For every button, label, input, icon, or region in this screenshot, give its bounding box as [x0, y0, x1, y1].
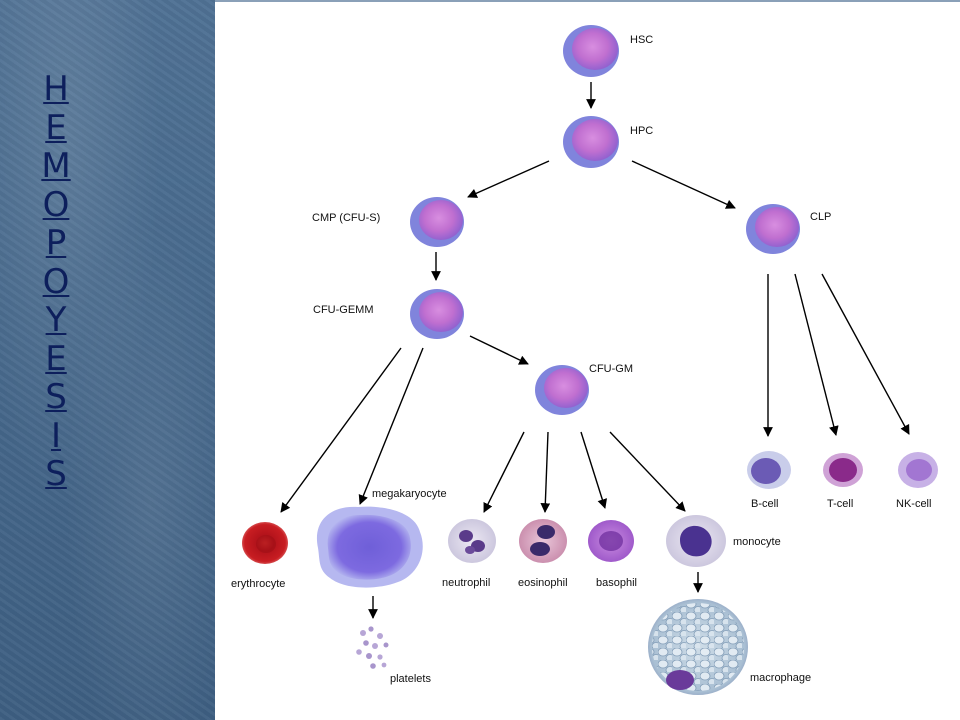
- title-sidebar: H E M O P O Y E S I S: [0, 0, 215, 720]
- arrow-cfu-gemm-cfu-gm: [469, 335, 529, 365]
- label-eosinophil: eosinophil: [518, 577, 568, 589]
- b-cell: [747, 451, 791, 489]
- label-basophil: basophil: [596, 577, 637, 589]
- megakaryocyte-cell: [316, 506, 423, 588]
- nk-cell: [898, 452, 938, 488]
- arrow-cfu-gemm-erythrocyte: [280, 347, 402, 513]
- hpc-cell: [563, 116, 619, 168]
- arrow-clp-t-cell: [794, 273, 839, 436]
- label-b-cell: B-cell: [751, 498, 779, 510]
- arrow-cfu-gm-basophil: [580, 431, 608, 509]
- label-megakaryocyte: megakaryocyte: [372, 488, 447, 500]
- erythrocyte-cell: [242, 522, 288, 564]
- vertical-title: H E M O P O Y E S I S: [0, 70, 112, 494]
- label-platelets: platelets: [390, 673, 431, 685]
- top-rule: [215, 0, 960, 2]
- title-letter: O: [42, 261, 70, 302]
- clp-cell: [746, 204, 800, 254]
- label-cmp: CMP (CFU-S): [312, 212, 380, 224]
- label-t-cell: T-cell: [827, 498, 853, 510]
- cfu-gemm-cell: [410, 289, 464, 339]
- title-letter: S: [45, 377, 67, 417]
- label-cfu-gm: CFU-GM: [589, 363, 633, 375]
- title-letter: S: [45, 454, 67, 494]
- label-neutrophil: neutrophil: [442, 577, 490, 589]
- title-letter: E: [45, 107, 67, 148]
- title-letter: E: [45, 338, 67, 379]
- basophil-cell: [588, 520, 634, 562]
- arrow-cfu-gm-monocyte: [609, 431, 686, 512]
- cmp-cell: [410, 197, 464, 247]
- title-letter: Y: [45, 300, 67, 340]
- eosinophil-cell: [519, 519, 567, 563]
- arrow-hpc-clp: [631, 160, 736, 209]
- arrows: [280, 82, 910, 619]
- label-nk-cell: NK-cell: [896, 498, 931, 510]
- label-clp: CLP: [810, 211, 831, 223]
- label-cfu-gemm: CFU-GEMM: [313, 304, 374, 316]
- title-letter: M: [41, 146, 71, 186]
- cfu-gm-cell: [535, 365, 589, 415]
- label-monocyte: monocyte: [733, 536, 781, 548]
- title-letter: P: [45, 223, 67, 263]
- title-letter: H: [43, 69, 69, 109]
- arrow-cfu-gemm-megakaryocyte: [358, 347, 424, 505]
- neutrophil-cell: [448, 519, 496, 563]
- label-hsc: HSC: [630, 34, 653, 46]
- arrow-clp-nk-cell: [821, 273, 910, 435]
- arrow-cfu-gm-eosinophil: [540, 431, 551, 513]
- hsc-cell: [563, 25, 619, 77]
- platelets-cluster: [356, 626, 389, 669]
- title-letter: O: [42, 184, 70, 225]
- arrow-hpc-cmp: [467, 160, 550, 198]
- label-erythrocyte: erythrocyte: [231, 578, 285, 590]
- arrow-cfu-gm-neutrophil: [483, 431, 525, 513]
- macrophage-cell: [648, 599, 748, 695]
- t-cell: [823, 453, 863, 487]
- title-letter: I: [50, 415, 62, 456]
- label-macrophage: macrophage: [750, 672, 811, 684]
- label-hpc: HPC: [630, 125, 653, 137]
- monocyte-cell: [666, 515, 726, 567]
